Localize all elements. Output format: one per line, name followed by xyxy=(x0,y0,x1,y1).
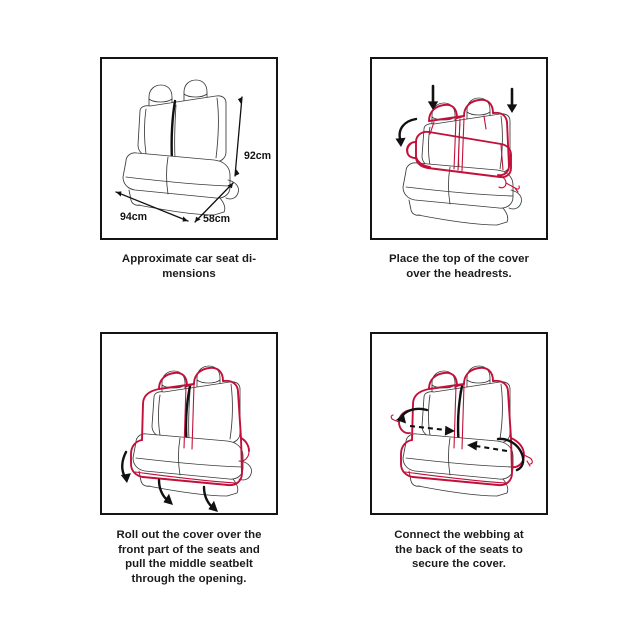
illustration-panel-1: 92cm 94cm 58cm xyxy=(100,57,278,240)
seat-dimensions-drawing: 92cm 94cm 58cm xyxy=(115,79,271,225)
dimension-label-height: 92cm xyxy=(244,150,271,162)
connect-webbing-drawing xyxy=(390,365,533,497)
dimension-label-depth: 58cm xyxy=(203,213,230,225)
step-4-caption: Connect the webbing at the back of the s… xyxy=(394,529,524,571)
instruction-step-4: Connect the webbing at the back of the s… xyxy=(326,332,592,572)
illustration-panel-4 xyxy=(370,332,548,515)
instruction-step-2: Place the top of the cover over the head… xyxy=(326,57,592,281)
cover-rolled-out-drawing xyxy=(120,365,252,512)
step-2-caption: Place the top of the cover over the head… xyxy=(389,253,529,280)
instruction-step-3: Roll out the cover over the front part o… xyxy=(56,332,322,586)
step-3-caption: Roll out the cover over the front part o… xyxy=(116,529,262,585)
instruction-step-1: 92cm 94cm 58cm Approximate car seat di- … xyxy=(56,57,322,281)
cover-over-headrests-drawing xyxy=(395,84,522,226)
illustration-panel-3 xyxy=(100,332,278,515)
step-1-caption: Approximate car seat di- mensions xyxy=(121,253,257,280)
illustration-panel-2 xyxy=(370,57,548,240)
dimension-label-width: 94cm xyxy=(120,211,147,223)
